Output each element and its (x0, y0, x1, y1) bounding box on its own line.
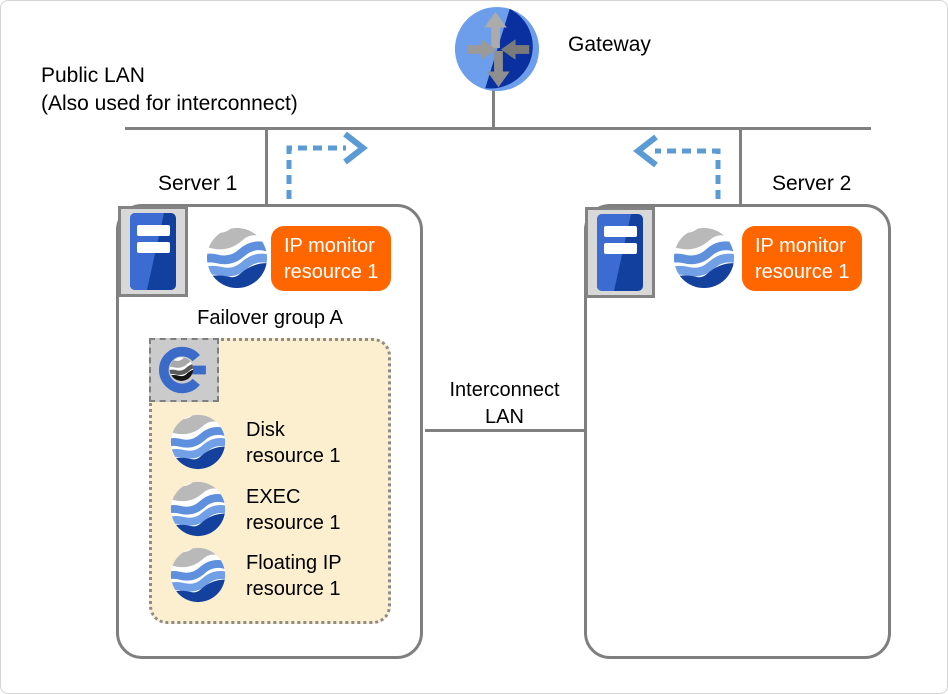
floating-ip-resource-label: Floating IP resource 1 (246, 550, 342, 602)
server1-drop-line (265, 130, 268, 206)
floating-ip-resource-line1: Floating IP (246, 552, 342, 574)
failover-arrow-right (286, 131, 368, 199)
server2-label: Server 2 (772, 172, 852, 195)
public-lan-line (125, 127, 871, 130)
interconnect-lan-label-line2: LAN (485, 406, 524, 428)
server1-ip-monitor-badge: IP monitor resource 1 (271, 226, 391, 291)
server1-ip-monitor-line1: IP monitor (284, 235, 375, 257)
disk-resource-line2: resource 1 (246, 445, 341, 467)
server2-ip-monitor-line1: IP monitor (755, 235, 846, 257)
exec-resource-line1: EXEC (246, 486, 301, 508)
interconnect-lan-label-line1: Interconnect (449, 379, 560, 401)
server1-tower-icon (118, 206, 188, 297)
exec-resource-icon (170, 481, 226, 537)
floating-ip-resource-line2: resource 1 (246, 578, 341, 600)
public-lan-label-line2: (Also used for interconnect) (41, 92, 298, 115)
server2-drop-line (739, 130, 742, 206)
server1-ip-monitor-line2: resource 1 (284, 261, 379, 283)
interconnect-line (425, 429, 586, 432)
disk-resource-line1: Disk (246, 419, 285, 441)
server2-monitor-resource-icon (673, 227, 735, 289)
floating-ip-resource-icon (170, 547, 226, 603)
failover-arrow-left (633, 134, 721, 199)
gateway-router-icon (454, 6, 540, 92)
server2-ip-monitor-line2: resource 1 (755, 261, 850, 283)
gateway-stem-line (492, 89, 495, 129)
public-lan-label-line1: Public LAN (41, 64, 145, 87)
exec-resource-label: EXEC resource 1 (246, 484, 341, 536)
interconnect-lan-label: Interconnect LAN (422, 377, 587, 431)
server2-ip-monitor-badge: IP monitor resource 1 (742, 226, 862, 291)
disk-resource-icon (170, 414, 226, 470)
cluster-group-g-icon (159, 346, 206, 394)
server1-monitor-resource-icon (206, 227, 268, 289)
failover-group-badge (149, 338, 219, 402)
server1-label: Server 1 (158, 172, 238, 195)
gateway-label: Gateway (568, 33, 651, 56)
server2-tower-icon (585, 207, 655, 298)
disk-resource-label: Disk resource 1 (246, 417, 341, 469)
exec-resource-line2: resource 1 (246, 512, 341, 534)
public-lan-label: Public LAN (Also used for interconnect) (41, 62, 298, 118)
failover-group-label: Failover group A (197, 307, 343, 329)
